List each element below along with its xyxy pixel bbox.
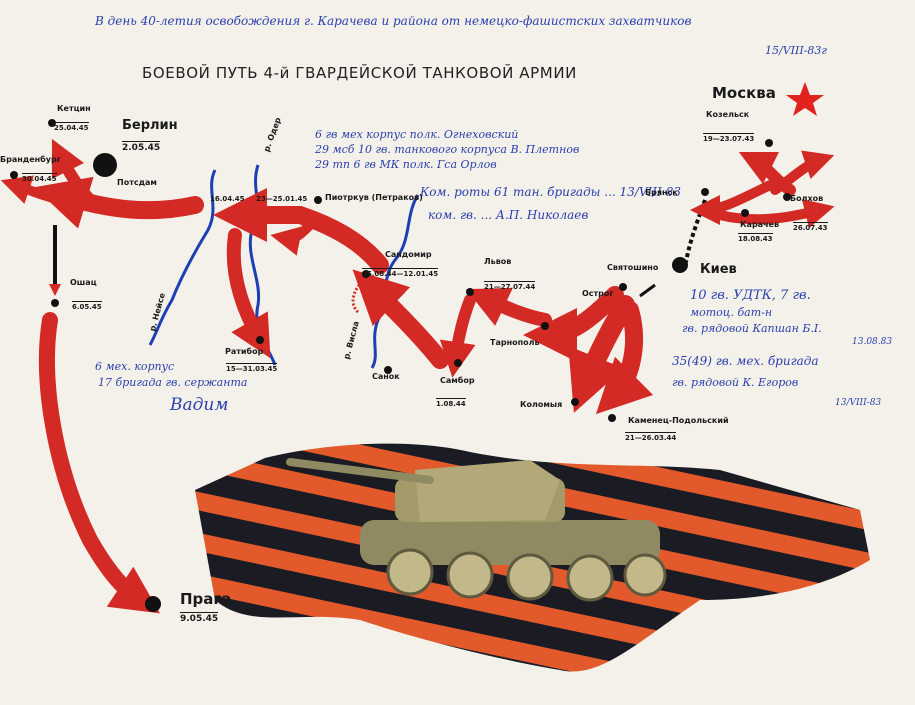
city-date-sandomir: 25.08.44—12.01.45	[362, 268, 439, 278]
handwritten-note: гв. рядовой Капшан Б.І.	[682, 322, 822, 335]
city-date-ketcin: 25.04.45	[54, 122, 89, 132]
city-date-berlin: 2.05.45	[122, 141, 161, 153]
ostrog-arrow	[639, 283, 656, 298]
city-label-sanok: Санок	[372, 372, 400, 381]
river-vistula	[370, 194, 420, 369]
city-label-ostrog: Острог	[582, 289, 614, 298]
city-label-potsdam: Потсдам	[117, 178, 157, 187]
bridgehead-line	[351, 280, 364, 314]
city-date-karachev: 18.08.43	[738, 233, 773, 243]
date-oder-crossing: 23—25.01.45	[256, 195, 308, 203]
city-date-sambor: 1.08.44	[436, 398, 466, 408]
city-date-praga: 9.05.45	[180, 612, 219, 624]
date-neisse-crossing: 16.04.45	[210, 195, 245, 203]
handwritten-date: 13/VIII-83	[835, 398, 882, 408]
city-label-piotrkuv: Пиотркув (Петраков)	[325, 193, 423, 202]
city-label-ketcin: Кетцин	[57, 104, 91, 113]
city-label-kiev: Киев	[700, 262, 737, 277]
city-label-bolkhov: Болхов	[790, 194, 824, 203]
handwritten-note: 35(49) гв. мех. бригада	[672, 354, 819, 368]
city-label-svyatoshino: Святошино	[607, 263, 659, 272]
city-date-kamenets: 21—26.03.44	[625, 432, 677, 442]
city-label-ratibor: Ратибор	[225, 347, 264, 356]
city-date-ratibor: 15—31.03.45	[226, 363, 278, 373]
city-label-lvov: Львов	[484, 257, 512, 266]
railway-line	[684, 199, 707, 263]
moscow-star	[786, 82, 824, 116]
map-title: БОЕВОЙ ПУТЬ 4-й ГВАРДЕЙСКОЙ ТАНКОВОЙ АРМ…	[142, 64, 577, 82]
handwritten-date: 15/VIII-83г	[765, 44, 827, 57]
handwritten-dedication: В день 40-летия освобождения г. Карачева…	[95, 14, 692, 28]
city-label-kamenets: Каменец-Подольский	[628, 416, 729, 425]
city-date-oshats: 6.05.45	[72, 301, 102, 311]
city-label-kolomyya: Коломыя	[520, 400, 563, 409]
handwritten-note: 6 мех. корпус	[95, 360, 175, 373]
city-label-praga: Прага	[180, 590, 232, 608]
handwritten-note: ком. гв. ... А.П. Николаев	[428, 208, 589, 222]
city-label-berlin: Берлин	[122, 118, 178, 133]
handwritten-note: 29 мсб 10 гв. танкового корпуса В. Плетн…	[315, 143, 580, 156]
city-date-bolkhov: 26.07.43	[793, 222, 828, 232]
river-neisse	[148, 169, 217, 346]
handwritten-signature: Вадим	[170, 395, 229, 415]
city-label-moskva: Москва	[712, 84, 776, 102]
city-label-ternopol: Тарнополь	[490, 338, 540, 347]
handwritten-note: мотоц. бат-н	[690, 306, 773, 319]
tank-illustration	[286, 458, 667, 602]
handwritten-note: 29 тп 6 гв МК полк. Гса Орлов	[315, 158, 497, 171]
handwritten-note: Ком. роты 61 тан. бригады ... 13/VIII-83	[420, 185, 682, 199]
city-label-kozelsk: Козельск	[706, 110, 750, 119]
city-label-sambor: Самбор	[440, 376, 475, 385]
handwritten-note: 17 бригада гв. сержанта	[98, 376, 248, 389]
city-label-karachev: Карачев	[740, 220, 780, 229]
handwritten-note: гв. рядовой К. Егоров	[672, 376, 799, 389]
city-label-brandenburg: Бранденбург	[0, 155, 61, 164]
city-date-brandenburg: 30.04.45	[22, 173, 57, 183]
city-label-sandomir: Сандомир	[385, 250, 432, 259]
handwritten-note: 6 гв мех корпус полк. Огнеховский	[315, 128, 519, 141]
city-date-lvov: 21—27.07.44	[484, 281, 536, 291]
handwritten-date: 13.08.83	[852, 337, 893, 347]
handwritten-note: 10 гв. УДТК, 7 гв.	[690, 288, 811, 303]
city-markers	[10, 119, 791, 612]
route-arrows	[0, 138, 835, 614]
city-label-bryansk: Брянск	[645, 188, 678, 197]
city-date-kozelsk: 19—23.07.43	[703, 133, 755, 143]
city-label-oshats: Ошац	[70, 278, 97, 287]
